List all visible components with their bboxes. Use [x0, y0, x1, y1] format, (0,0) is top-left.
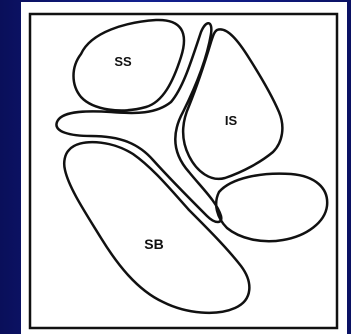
- region-ss-label: SS: [114, 54, 132, 69]
- region-lower-right-outline: [216, 174, 327, 242]
- region-is-label: IS: [225, 113, 238, 128]
- diagram-svg: SS IS SB: [21, 2, 347, 334]
- region-sb-label: SB: [144, 236, 163, 252]
- region-is-outline: [183, 29, 282, 179]
- diagram-panel: SS IS SB: [21, 2, 347, 334]
- region-sb-outline: [64, 142, 249, 313]
